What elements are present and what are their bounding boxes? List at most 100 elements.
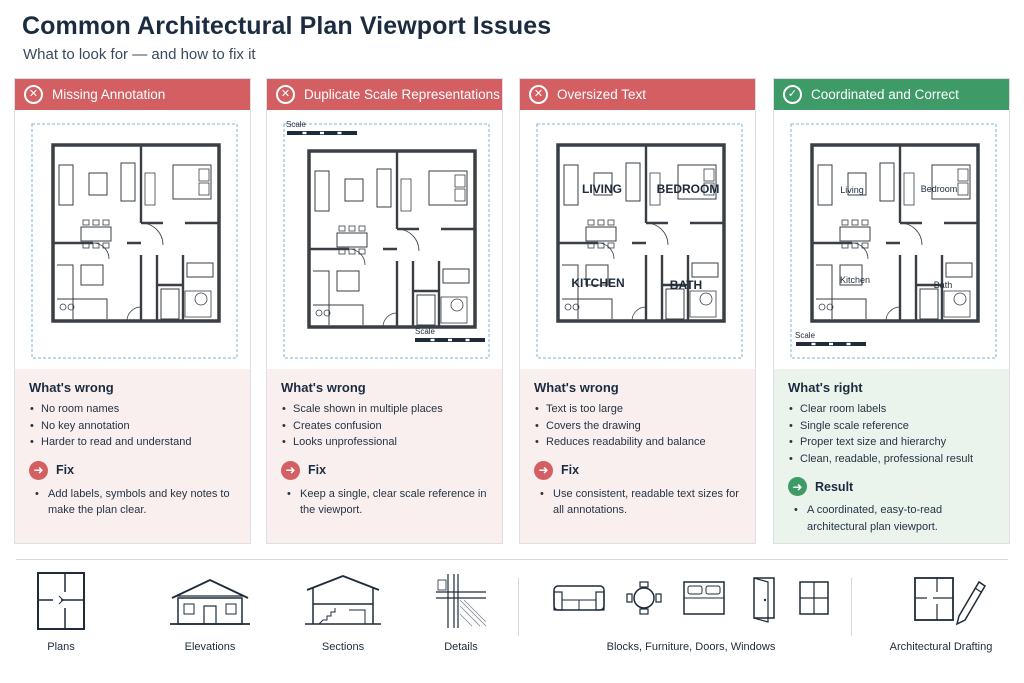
sofa-icon <box>553 585 605 611</box>
fix-text: Add labels, symbols and key notes to mak… <box>29 486 236 519</box>
svg-text:BATH: BATH <box>670 278 702 292</box>
arrow-right-icon: ➜ <box>788 477 807 496</box>
house-elevation-icon <box>170 579 250 625</box>
fix-text: Keep a single, clear scale reference in … <box>281 486 488 519</box>
list-item: Clean, readable, professional result <box>788 451 995 468</box>
good-list: Clear room labels Single scale reference… <box>788 401 995 467</box>
list-item: Covers the drawing <box>534 418 741 435</box>
category-label: Elevations <box>184 641 236 653</box>
category-label: Architectural Drafting <box>889 641 993 653</box>
category-details: Details <box>430 570 492 653</box>
svg-text:Bath: Bath <box>934 280 953 290</box>
card-header: ✕ Missing Annotation <box>15 79 250 110</box>
plan-viewport: LIVING BEDROOM KITCHEN BATH <box>528 115 749 361</box>
issue-list: Text is too large Covers the drawing Red… <box>534 401 741 451</box>
section-title: What's wrong <box>29 380 114 395</box>
issue-card-oversized-text: ✕ Oversized Text LIVING BEDROOM KITCHEN BAT… <box>519 78 756 544</box>
svg-text:BEDROOM: BEDROOM <box>657 182 720 196</box>
list-item: Harder to read and understand <box>29 434 236 451</box>
result-text: A coordinated, easy-to-read architectura… <box>788 502 995 535</box>
card-title: Coordinated and Correct <box>811 87 959 102</box>
card-title: Missing Annotation <box>52 87 166 102</box>
list-item: Text is too large <box>534 401 741 418</box>
result-title: Result <box>815 479 854 494</box>
x-circle-icon: ✕ <box>529 85 548 104</box>
floor-plan-drawing: LIVING BEDROOM KITCHEN BATH <box>536 123 743 359</box>
issue-card-missing-annotation: ✕ Missing Annotation What's wrong No roo… <box>14 78 251 544</box>
category-elevations: Elevations <box>168 570 252 653</box>
fix-title: Fix <box>56 463 75 477</box>
x-circle-icon: ✕ <box>276 85 295 104</box>
page-title: Common Architectural Plan Viewport Issue… <box>22 12 552 40</box>
arrow-right-icon: ➜ <box>534 460 553 480</box>
building-section-icon <box>305 575 381 625</box>
list-item: Reduces readability and balance <box>534 434 741 451</box>
table-chairs-icon <box>626 581 662 615</box>
card-info: What's wrong Text is too large Covers th… <box>520 369 755 543</box>
svg-text:Scale: Scale <box>286 120 307 129</box>
fix-heading: ➜ Fix <box>281 460 488 480</box>
card-info: What's right Clear room labels Single sc… <box>774 369 1009 543</box>
svg-text:Scale: Scale <box>415 327 436 336</box>
svg-text:KITCHEN: KITCHEN <box>571 276 624 290</box>
card-header: ✕ Oversized Text <box>520 79 755 110</box>
list-item: No key annotation <box>29 418 236 435</box>
svg-text:Living: Living <box>840 185 864 195</box>
page-subtitle: What to look for — and how to fix it <box>23 46 256 63</box>
door-icon <box>753 577 775 623</box>
vertical-separator <box>518 578 519 636</box>
list-item: Scale shown in multiple places <box>281 401 488 418</box>
list-item: No room names <box>29 401 236 418</box>
card-info: What's wrong No room names No key annota… <box>15 369 250 543</box>
issue-list: No room names No key annotation Harder t… <box>29 401 236 451</box>
section-divider <box>16 559 1008 560</box>
fix-heading: ➜ Fix <box>534 460 741 480</box>
list-item: Proper text size and hierarchy <box>788 434 995 451</box>
x-circle-icon: ✕ <box>24 85 43 104</box>
window-icon <box>799 581 829 615</box>
issue-list: Scale shown in multiple places Creates c… <box>281 401 488 451</box>
list-item: Single scale reference <box>788 418 995 435</box>
arrow-right-icon: ➜ <box>281 460 300 480</box>
category-label: Plans <box>47 641 75 653</box>
floor-plan-drawing <box>31 123 238 359</box>
svg-text:LIVING: LIVING <box>582 182 622 196</box>
card-header: ✓ Coordinated and Correct <box>774 79 1009 110</box>
category-blocks: Blocks, Furniture, Doors, Windows <box>548 570 834 653</box>
arrow-right-icon: ➜ <box>29 460 48 480</box>
plan-viewport <box>23 115 244 361</box>
category-sections: Sections <box>301 570 385 653</box>
category-label: Details <box>444 641 478 653</box>
category-label: Sections <box>321 641 365 653</box>
list-item: Clear room labels <box>788 401 995 418</box>
furniture-blocks-icon <box>553 577 829 623</box>
fix-title: Fix <box>561 463 580 477</box>
section-title: What's wrong <box>281 380 366 395</box>
result-heading: ➜ Result <box>788 477 995 496</box>
category-label: Blocks, Furniture, Doors, Windows <box>606 641 776 653</box>
card-title: Oversized Text <box>557 87 647 102</box>
svg-text:Kitchen: Kitchen <box>840 275 870 285</box>
card-title: Duplicate Scale Representations <box>304 87 500 102</box>
vertical-separator <box>851 578 852 636</box>
bed-icon <box>683 581 725 615</box>
construction-detail-icon <box>436 574 487 628</box>
card-info: What's wrong Scale shown in multiple pla… <box>267 369 502 543</box>
list-item: Looks unprofessional <box>281 434 488 451</box>
svg-text:Bedroom: Bedroom <box>921 184 958 194</box>
svg-text:Scale: Scale <box>795 331 816 340</box>
card-header: ✕ Duplicate Scale Representations <box>267 79 502 110</box>
check-circle-icon: ✓ <box>783 85 802 104</box>
section-title: What's wrong <box>534 380 619 395</box>
fix-text: Use consistent, readable text sizes for … <box>534 486 741 519</box>
floor-plan-icon <box>37 572 85 630</box>
fix-title: Fix <box>308 463 327 477</box>
section-title: What's right <box>788 380 863 395</box>
fix-heading: ➜ Fix <box>29 460 236 480</box>
